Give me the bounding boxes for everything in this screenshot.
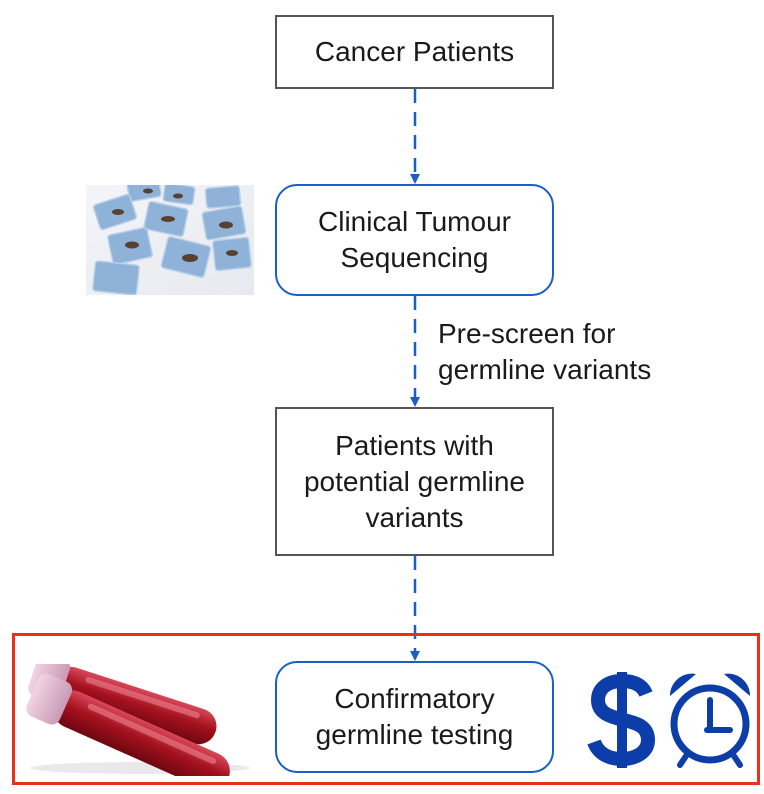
node-clinical-tumour-sequencing-line-1: Clinical Tumour — [318, 206, 511, 237]
dollar-icon — [587, 672, 656, 768]
alarm-clock-icon — [669, 673, 751, 768]
node-clinical-tumour-sequencing-line-2: Sequencing — [340, 242, 489, 273]
node-confirmatory-testing: Confirmatory germline testing — [275, 661, 554, 773]
edge-label-prescreen: Pre-screen for germline variants — [438, 316, 651, 388]
tissue-slides-image — [86, 185, 254, 295]
blood-tubes-image — [20, 664, 252, 776]
node-cancer-patients: Cancer Patients — [275, 15, 554, 89]
node-confirmatory-testing-line-1: Confirmatory — [334, 683, 495, 714]
node-clinical-tumour-sequencing: Clinical Tumour Sequencing — [275, 184, 554, 296]
node-potential-germline-line-2: potential germline — [303, 465, 526, 497]
highlight-box — [12, 633, 760, 785]
edge-label-prescreen-line-2: germline variants — [438, 354, 652, 385]
edge-label-prescreen-line-1: Pre-screen for — [438, 318, 616, 349]
node-potential-germline-line-3: variants — [365, 501, 464, 533]
node-cancer-patients-label: Cancer Patients — [314, 36, 515, 67]
node-potential-germline: Patients with potential germline variant… — [275, 407, 554, 556]
node-confirmatory-testing-line-2: germline testing — [315, 719, 514, 750]
node-potential-germline-line-1: Patients with — [335, 429, 494, 461]
